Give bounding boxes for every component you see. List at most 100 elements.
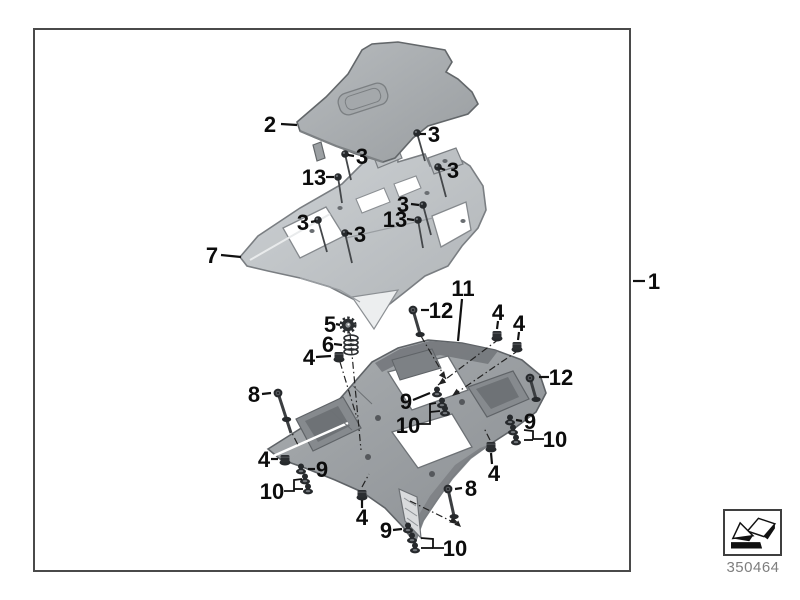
callout-4: 4	[356, 500, 369, 530]
callout-12: 12	[421, 298, 453, 323]
callout-label: 9	[400, 389, 412, 414]
nut-part	[333, 352, 345, 363]
part-number: 350464	[726, 559, 780, 576]
callout-label: 2	[264, 112, 276, 137]
callout-3: 3	[420, 122, 440, 147]
washer-part	[508, 424, 518, 436]
washer-part	[303, 483, 313, 495]
callout-label: 3	[356, 144, 368, 169]
nut-part	[491, 331, 503, 342]
washer-part	[505, 414, 515, 426]
bolt-part	[443, 484, 459, 520]
callout-1: 1	[633, 269, 660, 294]
callout-label: 13	[302, 165, 326, 190]
callout-3: 3	[297, 210, 317, 235]
callout-label: 10	[396, 413, 420, 438]
callout-3: 3	[397, 192, 420, 217]
callout-label: 12	[429, 298, 453, 323]
callout-2: 2	[264, 112, 298, 137]
callout-3: 3	[347, 144, 368, 169]
callout-9: 9	[515, 409, 536, 434]
washer-part	[440, 405, 450, 417]
callout-label: 3	[397, 192, 409, 217]
callout-label: 8	[248, 382, 260, 407]
callout-label: 4	[513, 311, 526, 336]
washer-part	[300, 473, 310, 485]
washer-part	[511, 434, 521, 446]
callout-label: 4	[492, 300, 505, 325]
callout-13: 13	[302, 165, 334, 190]
callout-label: 5	[324, 312, 336, 337]
callout-4: 4	[303, 345, 332, 370]
callout-label: 1	[648, 269, 660, 294]
callout-3: 3	[346, 222, 366, 247]
lower-carrier-part	[261, 339, 547, 545]
nut-part	[511, 342, 523, 353]
callout-label: 3	[354, 222, 366, 247]
callout-label: 9	[524, 409, 536, 434]
callout-5: 5	[324, 312, 341, 337]
callout-label: 10	[543, 427, 567, 452]
callout-label: 6	[322, 332, 334, 357]
callout-9: 9	[380, 518, 403, 543]
callout-label: 8	[465, 476, 477, 501]
nut-part	[279, 455, 291, 466]
callout-9: 9	[308, 457, 328, 482]
direction-arrow-icon	[731, 517, 777, 549]
callout-label: 3	[447, 158, 459, 183]
callout-6: 6	[322, 332, 343, 357]
screw-part	[414, 216, 424, 249]
callout-9: 9	[400, 389, 431, 414]
callout-label: 4	[488, 461, 501, 486]
screw-part	[413, 129, 426, 162]
callout-label: 7	[206, 243, 218, 268]
callout-10: 10	[260, 478, 303, 504]
callout-label: 3	[297, 210, 309, 235]
bolt-part	[525, 373, 541, 403]
nut-part	[356, 490, 368, 501]
washer-part	[432, 386, 442, 398]
callout-10: 10	[523, 427, 567, 452]
screw-part	[341, 150, 352, 181]
washer-part	[410, 542, 420, 554]
callout-label: 4	[258, 447, 271, 472]
callout-3: 3	[439, 158, 459, 183]
spring-part	[343, 334, 359, 356]
callout-label: 9	[316, 457, 328, 482]
screw-part	[334, 173, 343, 204]
callout-label: 3	[428, 122, 440, 147]
callout-label: 4	[303, 345, 316, 370]
callout-label: 10	[260, 479, 284, 504]
callout-label: 9	[380, 518, 392, 543]
callout-8: 8	[454, 476, 477, 501]
bolt-part	[408, 305, 425, 338]
centerline-arrowheads	[438, 371, 461, 527]
screw-part	[341, 229, 353, 264]
screw-part	[419, 201, 432, 236]
callout-label: 11	[451, 276, 474, 301]
washer-part	[403, 522, 413, 534]
callout-8: 8	[248, 382, 272, 407]
hardware-layer	[273, 129, 541, 554]
callout-4: 4	[258, 447, 278, 472]
washer-part	[296, 463, 306, 475]
callout-10: 10	[420, 536, 467, 561]
callout-10: 10	[396, 402, 441, 438]
callout-label: 10	[443, 536, 467, 561]
callout-label: 12	[549, 365, 573, 390]
callout-11: 11	[451, 276, 475, 342]
callout-12: 12	[539, 365, 573, 390]
thumbnail-box	[723, 509, 782, 556]
callout-label: 13	[383, 207, 407, 232]
cover-plate-part	[296, 41, 479, 164]
callout-13: 13	[383, 207, 415, 232]
callout-4: 4	[513, 311, 526, 341]
callout-4: 4	[492, 300, 505, 330]
nut-part	[485, 442, 497, 453]
callout-label: 4	[356, 505, 369, 530]
callout-4: 4	[488, 452, 501, 486]
grommet-part	[339, 316, 357, 334]
